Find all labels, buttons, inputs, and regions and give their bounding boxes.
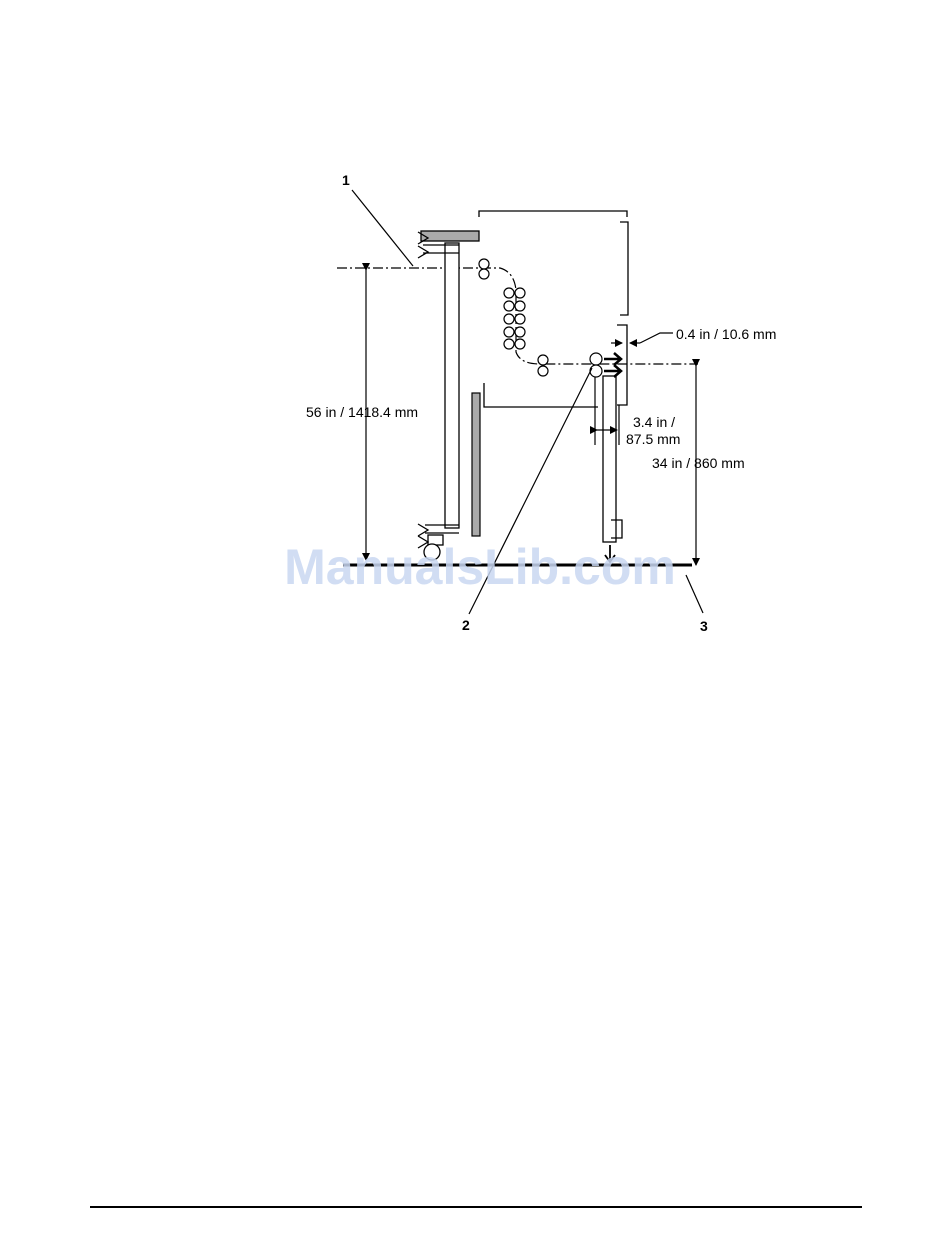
dimension-gap-marks — [611, 333, 673, 343]
dimension-left-height: 56 in / 1418.4 mm — [306, 404, 418, 420]
paper-exit-arrows — [604, 353, 621, 377]
printer-body — [479, 211, 628, 542]
callout-2: 2 — [462, 617, 470, 633]
callout-3: 3 — [700, 618, 708, 634]
printer-plate — [472, 393, 480, 536]
dimension-offset-line1: 3.4 in / — [633, 414, 675, 430]
watermark: ManualsLib.com — [265, 538, 695, 596]
stand-frame — [418, 231, 479, 560]
dimension-offset-line2: 87.5 mm — [626, 431, 680, 447]
dimension-right-height: 34 in / 860 mm — [652, 455, 745, 471]
footer-rule — [90, 1206, 862, 1208]
dimension-gap: 0.4 in / 10.6 mm — [676, 326, 776, 342]
callout-1: 1 — [342, 172, 350, 188]
paper-rollers — [479, 259, 602, 377]
